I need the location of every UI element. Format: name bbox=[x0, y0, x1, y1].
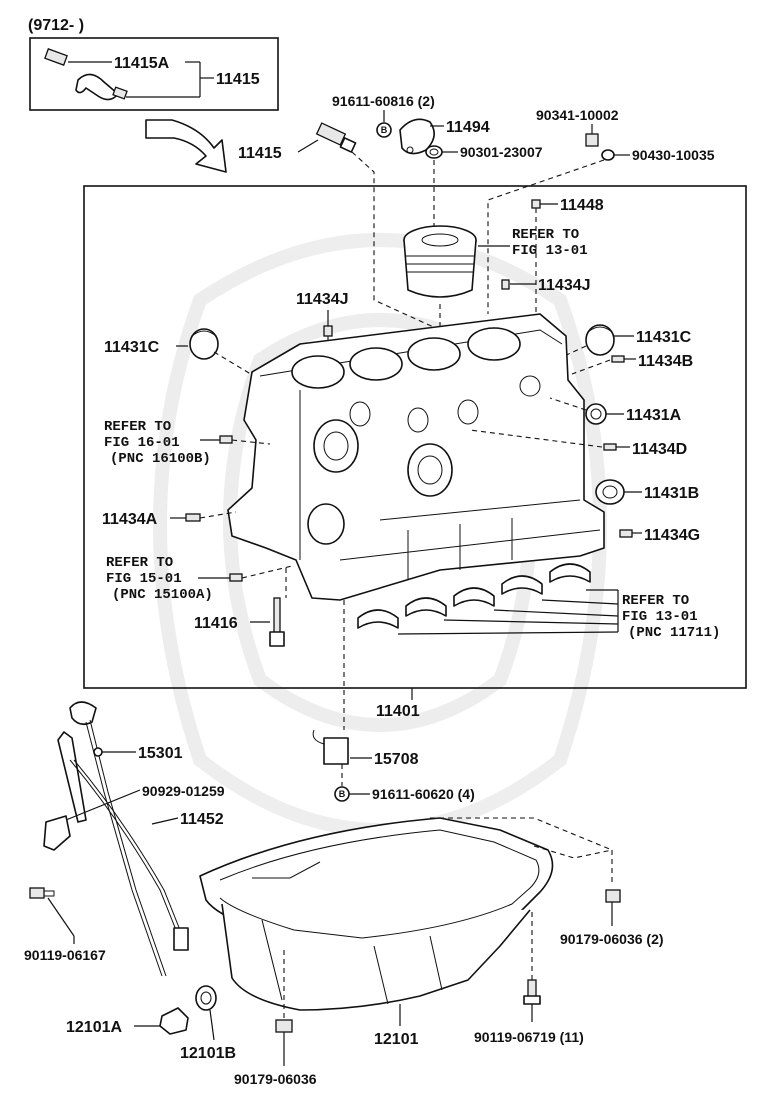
cylinder-block-frame bbox=[83, 185, 747, 689]
label-11431a: 11431A bbox=[626, 407, 682, 424]
label-90119-06167: 90119-06167 bbox=[24, 947, 106, 963]
ref-fig15-line2: FIG 15-01 bbox=[106, 571, 182, 587]
plug-icon bbox=[585, 133, 599, 147]
label-11434j-left: 11434J bbox=[296, 291, 349, 308]
drain-gasket-icon bbox=[195, 985, 217, 1011]
label-90179-06036: 90179-06036 bbox=[234, 1071, 317, 1087]
label-12101a: 12101A bbox=[66, 1019, 122, 1036]
cylinder-block-icon bbox=[227, 313, 605, 601]
label-11431c-left: 11431C bbox=[104, 339, 160, 356]
label-90119-06719: 90119-06719 (11) bbox=[474, 1029, 584, 1045]
label-90179-06036-2: 90179-06036 (2) bbox=[560, 931, 664, 947]
pin-icon bbox=[619, 529, 633, 538]
ref-piston-line1: REFER TO bbox=[512, 227, 579, 243]
pan-bolt-icon bbox=[523, 979, 541, 1005]
ref-piston-line2: FIG 13-01 bbox=[512, 243, 588, 259]
stud-bolt-icon bbox=[269, 597, 285, 647]
pin-icon bbox=[501, 279, 510, 290]
label-11434a: 11434A bbox=[102, 511, 158, 528]
label-15301: 15301 bbox=[138, 745, 183, 762]
label-91611-60620: 91611-60620 (4) bbox=[372, 786, 475, 802]
label-90430-10035: 90430-10035 bbox=[632, 147, 715, 163]
inset-box: (9712- ) 11415A 11415 bbox=[28, 17, 279, 111]
plug-cap-icon bbox=[585, 324, 615, 356]
label-11434b: 11434B bbox=[638, 353, 693, 370]
label-11415-inset: 11415 bbox=[216, 71, 260, 88]
oil-pressure-switch-icon bbox=[312, 729, 349, 765]
dipstick-icon bbox=[69, 701, 167, 977]
inset-date-code: (9712- ) bbox=[28, 17, 84, 34]
label-11415a: 11415A bbox=[114, 55, 170, 72]
plug-cap-icon bbox=[189, 328, 219, 360]
label-11448: 11448 bbox=[560, 197, 604, 214]
ref-bearing-line3: (PNC 11711) bbox=[628, 625, 720, 641]
pan-stud-icon bbox=[275, 1019, 293, 1033]
guide-bracket-icon bbox=[43, 815, 71, 851]
pin-icon bbox=[531, 199, 541, 209]
oil-pan-icon bbox=[199, 817, 554, 1011]
pin-icon bbox=[323, 325, 333, 337]
ref-fig15-line1: REFER TO bbox=[106, 555, 173, 571]
bolt-marker-text: B bbox=[381, 125, 388, 135]
pin-icon bbox=[219, 435, 233, 444]
ref-bearing-line1: REFER TO bbox=[622, 593, 689, 609]
pin-icon bbox=[611, 355, 625, 363]
piston-icon bbox=[403, 225, 477, 298]
label-11434j-right: 11434J bbox=[538, 277, 591, 294]
label-11415: 11415 bbox=[238, 145, 282, 162]
ref-fig16-line3: (PNC 16100B) bbox=[110, 451, 211, 467]
washer-icon bbox=[601, 149, 615, 161]
label-11416: 11416 bbox=[194, 615, 238, 632]
label-11434g: 11434G bbox=[644, 527, 700, 544]
ref-fig16-line2: FIG 16-01 bbox=[104, 435, 180, 451]
label-15708: 15708 bbox=[374, 751, 419, 768]
pin-icon bbox=[185, 513, 201, 522]
label-11401: 11401 bbox=[376, 703, 420, 720]
ref-fig16-line1: REFER TO bbox=[104, 419, 171, 435]
crank-bearing-icon bbox=[357, 563, 591, 629]
oil-seal-icon bbox=[585, 403, 607, 425]
label-11434d: 11434D bbox=[632, 441, 687, 458]
label-90341-10002: 90341-10002 bbox=[536, 107, 619, 123]
drain-bolt-icon bbox=[605, 889, 621, 903]
pin-icon bbox=[603, 443, 617, 451]
drain-plug-icon bbox=[159, 1007, 189, 1035]
pin-icon bbox=[229, 573, 243, 582]
label-90929-01259: 90929-01259 bbox=[142, 783, 225, 799]
sensor-inset-icon bbox=[44, 48, 128, 101]
ref-bearing-line2: FIG 13-01 bbox=[622, 609, 698, 625]
label-11431c-right: 11431C bbox=[636, 329, 692, 346]
label-11452: 11452 bbox=[180, 811, 224, 828]
cover-plate-icon bbox=[399, 118, 435, 155]
ref-fig15-line3: (PNC 15100A) bbox=[112, 587, 213, 603]
bolt-marker-text: B bbox=[339, 789, 346, 799]
label-12101b: 12101B bbox=[180, 1045, 236, 1062]
label-11494: 11494 bbox=[446, 119, 490, 136]
knock-sensor-icon bbox=[315, 122, 357, 153]
gasket-ring-icon bbox=[425, 145, 443, 159]
label-12101: 12101 bbox=[374, 1031, 419, 1048]
bolt-icon bbox=[29, 887, 55, 899]
dipstick-guide-icon bbox=[57, 731, 189, 951]
label-11431b: 11431B bbox=[644, 485, 699, 502]
rear-seal-icon bbox=[595, 479, 625, 505]
bolt-marker-icon bbox=[376, 122, 392, 138]
label-90301-23007: 90301-23007 bbox=[460, 144, 543, 160]
label-91611-60816: 91611-60816 (2) bbox=[332, 93, 435, 109]
arrow-icon bbox=[145, 119, 227, 173]
